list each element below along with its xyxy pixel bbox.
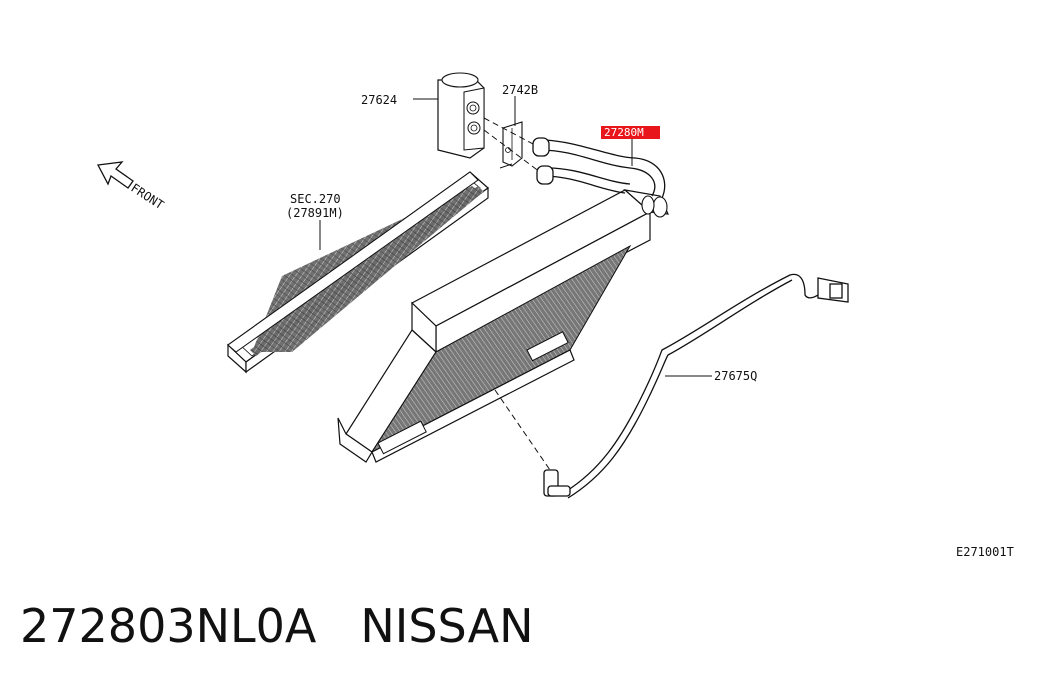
evaporator-pipes [532,137,666,199]
caption: 272803NL0A NISSAN [20,596,533,666]
sensor-harness-label: 27675Q [714,369,757,383]
evaporator-core [337,189,669,463]
front-label: FRONT [128,181,166,212]
bracket-label: 2742B [502,83,538,97]
diagram-code: E271001T [956,545,1014,559]
parts-diagram: FRONT SEC.270 (27891M) [96,72,1014,559]
sec-label: SEC.270 [290,192,341,206]
highlight-box [601,126,660,139]
highlighted-part-label[interactable]: 27280M [604,126,644,139]
part-number: 272803NL0A [20,599,317,653]
front-arrow-icon [96,161,134,189]
expansion-valve [437,72,485,159]
sec-part-label: (27891M) [286,206,344,220]
cabin-filter [227,171,489,374]
assembly-lines [483,117,551,471]
brand-name: NISSAN [360,599,534,653]
sensor-harness [543,273,849,499]
expansion-valve-label: 27624 [361,93,397,107]
